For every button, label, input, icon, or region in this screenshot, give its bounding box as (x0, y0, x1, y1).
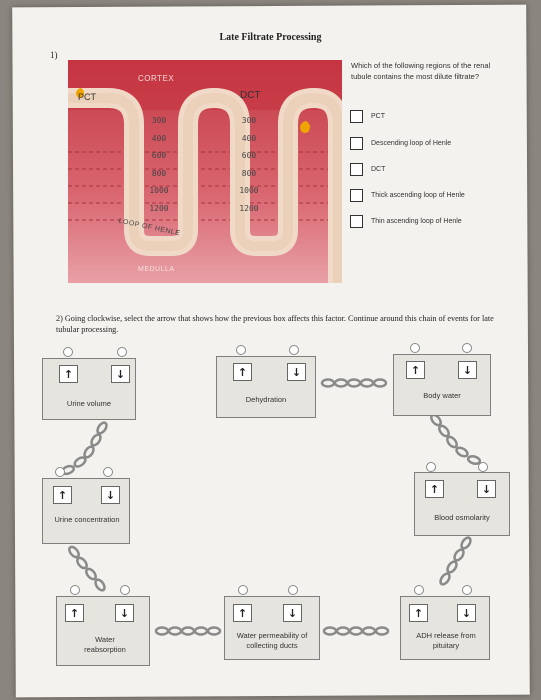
up-arrow-button[interactable]: ↑ (425, 480, 444, 498)
radio-down[interactable] (103, 467, 113, 477)
radio-up[interactable] (414, 585, 424, 595)
down-arrow-button[interactable]: ↓ (458, 361, 477, 379)
radio-up[interactable] (70, 585, 80, 595)
box-label: Dehydration (245, 395, 287, 404)
radio-down[interactable] (289, 345, 299, 355)
conc-value: 800 (241, 168, 257, 178)
box-label: Urine concentration (54, 515, 120, 524)
up-arrow-button[interactable]: ↑ (406, 361, 425, 379)
conc-value: 600 (151, 151, 167, 160)
box-dehydration: ↑ ↓ Dehydration (216, 356, 316, 418)
up-arrow-button[interactable]: ↑ (59, 365, 78, 383)
conc-value: 300 (241, 116, 257, 125)
radio-up[interactable] (238, 585, 248, 595)
radio-up[interactable] (410, 343, 420, 353)
conc-value: 600 (241, 151, 257, 160)
medulla-label: MEDULLA (138, 266, 175, 273)
box-label: Urine volume (66, 399, 112, 408)
checkbox[interactable] (350, 215, 363, 228)
option-label: Thin ascending loop of Henle (371, 218, 462, 225)
option-label: PCT (371, 113, 385, 120)
conc-value: 400 (241, 133, 257, 143)
conc-value: 1000 (149, 186, 169, 195)
checkbox[interactable] (350, 137, 363, 150)
conc-value: 1200 (149, 203, 169, 213)
radio-up[interactable] (426, 462, 436, 472)
up-arrow-button[interactable]: ↑ (53, 486, 72, 504)
nephron-diagram: CORTEX MEDULLA DCT PCT LOOP OF HENLE 300… (68, 60, 342, 283)
down-arrow-button[interactable]: ↓ (457, 604, 476, 622)
left-concentration-column: 300 400 600 800 1000 1200 (146, 112, 172, 217)
radio-up[interactable] (55, 467, 65, 477)
box-label: Body water (423, 391, 461, 400)
radio-down[interactable] (117, 347, 127, 357)
box-label: Water reabsorption (84, 635, 126, 654)
option-descending-loop[interactable]: Descending loop of Henle (350, 137, 451, 150)
box-water-permeability: ↑ ↓ Water permeability of collecting duc… (224, 596, 320, 660)
conc-value: 400 (151, 133, 167, 143)
radio-up[interactable] (63, 347, 73, 357)
option-pct[interactable]: PCT (350, 110, 385, 123)
radio-down[interactable] (120, 585, 130, 595)
radio-down[interactable] (478, 462, 488, 472)
box-body-water: ↑ ↓ Body water (393, 354, 491, 416)
down-arrow-button[interactable]: ↓ (287, 363, 306, 381)
option-dct[interactable]: DCT (350, 163, 385, 176)
radio-down[interactable] (462, 585, 472, 595)
down-arrow-button[interactable]: ↓ (477, 480, 496, 498)
question-2-prompt: 2) Going clockwise, select the arrow tha… (56, 314, 494, 334)
box-urine-concentration: ↑ ↓ Urine concentration (42, 478, 130, 544)
up-arrow-button[interactable]: ↑ (409, 604, 428, 622)
right-concentration-column: 300 400 600 800 1000 1200 (236, 112, 262, 217)
radio-up[interactable] (236, 345, 246, 355)
down-arrow-button[interactable]: ↓ (111, 365, 130, 383)
option-label: Thick ascending loop of Henle (371, 192, 465, 199)
conc-value: 1000 (239, 186, 259, 195)
radio-down[interactable] (288, 585, 298, 595)
box-water-reabsorption: ↑ ↓ Water reabsorption (56, 596, 150, 666)
up-arrow-button[interactable]: ↑ (233, 363, 252, 381)
option-label: Descending loop of Henle (371, 140, 452, 147)
conc-value: 1200 (239, 203, 259, 213)
checkbox[interactable] (350, 163, 363, 176)
box-adh-release: ↑ ↓ ADH release from pituitary (400, 596, 490, 660)
option-thin-ascending[interactable]: Thin ascending loop of Henle (350, 215, 462, 228)
tubule-shape (68, 60, 342, 283)
box-blood-osmolarity: ↑ ↓ Blood osmolarity (414, 472, 510, 536)
cortex-label: CORTEX (138, 74, 175, 83)
page-title: Late Filtrate Processing (219, 32, 322, 43)
box-label: Water permeability of collecting ducts (236, 631, 308, 650)
up-arrow-button[interactable]: ↑ (233, 604, 252, 622)
box-urine-volume: ↑ ↓ Urine volume (42, 358, 136, 420)
checkbox[interactable] (350, 189, 363, 202)
checkbox[interactable] (350, 110, 363, 123)
option-label: DCT (371, 166, 386, 173)
conc-value: 300 (151, 116, 167, 125)
question-1-number: 1) (50, 50, 58, 60)
down-arrow-button[interactable]: ↓ (115, 604, 134, 622)
box-label: ADH release from pituitary (416, 631, 476, 650)
up-arrow-button[interactable]: ↑ (65, 604, 84, 622)
radio-down[interactable] (462, 343, 472, 353)
conc-value: 800 (151, 168, 167, 178)
down-arrow-button[interactable]: ↓ (283, 604, 302, 622)
box-label: Blood osmolarity (434, 513, 490, 522)
option-thick-ascending[interactable]: Thick ascending loop of Henle (350, 189, 465, 202)
droplet-icon-right (300, 121, 310, 133)
pct-label: PCT (78, 92, 96, 102)
question-1-prompt: Which of the following regions of the re… (351, 61, 491, 81)
dct-label: DCT (240, 90, 261, 101)
droplet-icon-left (76, 88, 84, 98)
down-arrow-button[interactable]: ↓ (101, 486, 120, 504)
